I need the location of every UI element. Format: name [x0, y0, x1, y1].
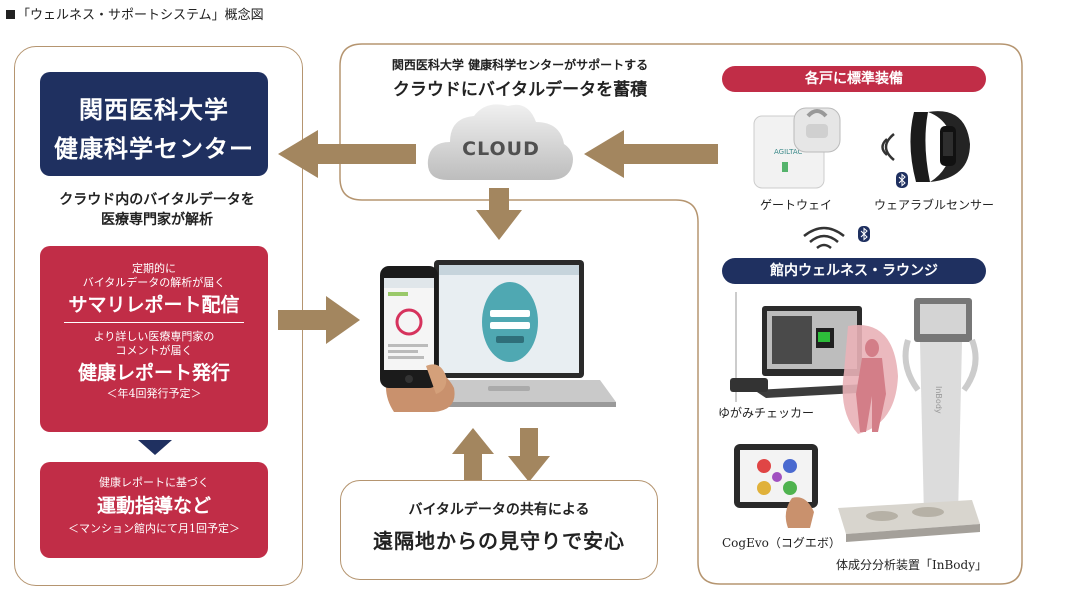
share-line2: 遠隔地からの見守りで安心 [373, 529, 625, 553]
share-box: バイタルデータの共有による 遠隔地からの見守りで安心 [340, 480, 658, 580]
lounge-header: 館内ウェルネス・ラウンジ [722, 258, 986, 284]
laptop-icon [402, 260, 616, 407]
arrow-icon [476, 188, 522, 240]
university-line2: 健康科学センター [54, 134, 254, 163]
university-line1: 関西医科大学 [79, 95, 229, 124]
figure-caption: 「ウェルネス・サポートシステム」概念図 [6, 4, 264, 23]
bluetooth-icon [858, 226, 870, 242]
caption-square-icon [6, 10, 15, 19]
cloud-top-text: 関西医科大学 健康科学センターがサポートする クラウドにバイタルデータを蓄積 [340, 56, 700, 100]
posture-scanner-icon [730, 292, 898, 434]
gateway-label: ゲートウェイ [759, 198, 832, 212]
summary-divider [64, 322, 244, 323]
exercise-box: 健康レポートに基づく 運動指導など ＜マンション館内にて月1回予定＞ [40, 462, 268, 558]
health-report-note: ＜年4回発行予定＞ [106, 387, 202, 400]
arrow-icon [278, 296, 360, 344]
arrow-icon [278, 130, 416, 178]
university-box: 関西医科大学 健康科学センター [40, 72, 268, 176]
wearable-label: ウェアラブルセンサー [873, 198, 994, 212]
exercise-note: ＜マンション館内にて月1回予定＞ [68, 522, 240, 535]
summary-small1: 定期的に [132, 262, 176, 275]
analysis-line2: 医療専門家が解析 [101, 212, 213, 228]
inbody-label: 体成分分析装置「InBody」 [836, 558, 987, 572]
cloud-label: CLOUD [462, 138, 540, 160]
summary-report-box: 定期的に バイタルデータの解析が届く サマリレポート配信 より詳しい医療専門家の… [40, 246, 268, 432]
wifi-icon [803, 226, 845, 249]
summary-title: サマリレポート配信 [68, 294, 240, 316]
cogevo-label: CogEvo（コグエボ） [722, 536, 841, 550]
arrow-icon [452, 428, 494, 482]
cloud-icon [427, 104, 573, 180]
tablet-icon [734, 444, 818, 528]
yugami-label: ゆがみチェッカー [718, 406, 815, 420]
cloud-top-line2: クラウドにバイタルデータを蓄積 [392, 80, 648, 100]
household-header: 各戸に標準装備 [722, 66, 986, 92]
triangle-down-icon [138, 440, 172, 455]
summary-small3: より詳しい医療専門家の [93, 330, 215, 343]
analysis-line1: クラウド内のバイタルデータを [59, 192, 255, 208]
gateway-device-icon: AGILTAC [753, 107, 841, 189]
bluetooth-icon [896, 172, 908, 188]
cloud-top-line1: 関西医科大学 健康科学センターがサポートする [391, 58, 649, 72]
body-scale-icon: InBody [838, 298, 980, 542]
arrow-icon [508, 428, 550, 482]
svg-text:InBody: InBody [934, 386, 943, 414]
wearable-band-icon [910, 111, 970, 182]
caption-text: 「ウェルネス・サポートシステム」概念図 [17, 8, 264, 23]
health-report-title: 健康レポート発行 [77, 362, 230, 384]
smartphone-icon [380, 266, 455, 412]
wifi-icon [881, 133, 895, 161]
exercise-small: 健康レポートに基づく [99, 476, 209, 489]
svg-text:AGILTAC: AGILTAC [774, 148, 802, 156]
arrow-icon [584, 130, 718, 178]
summary-small2: バイタルデータの解析が届く [82, 276, 226, 289]
summary-small4: コメントが届く [115, 344, 193, 357]
analysis-text: クラウド内のバイタルデータを 医療専門家が解析 [22, 190, 292, 230]
exercise-title: 運動指導など [96, 495, 211, 517]
share-line1: バイタルデータの共有による [408, 502, 590, 518]
